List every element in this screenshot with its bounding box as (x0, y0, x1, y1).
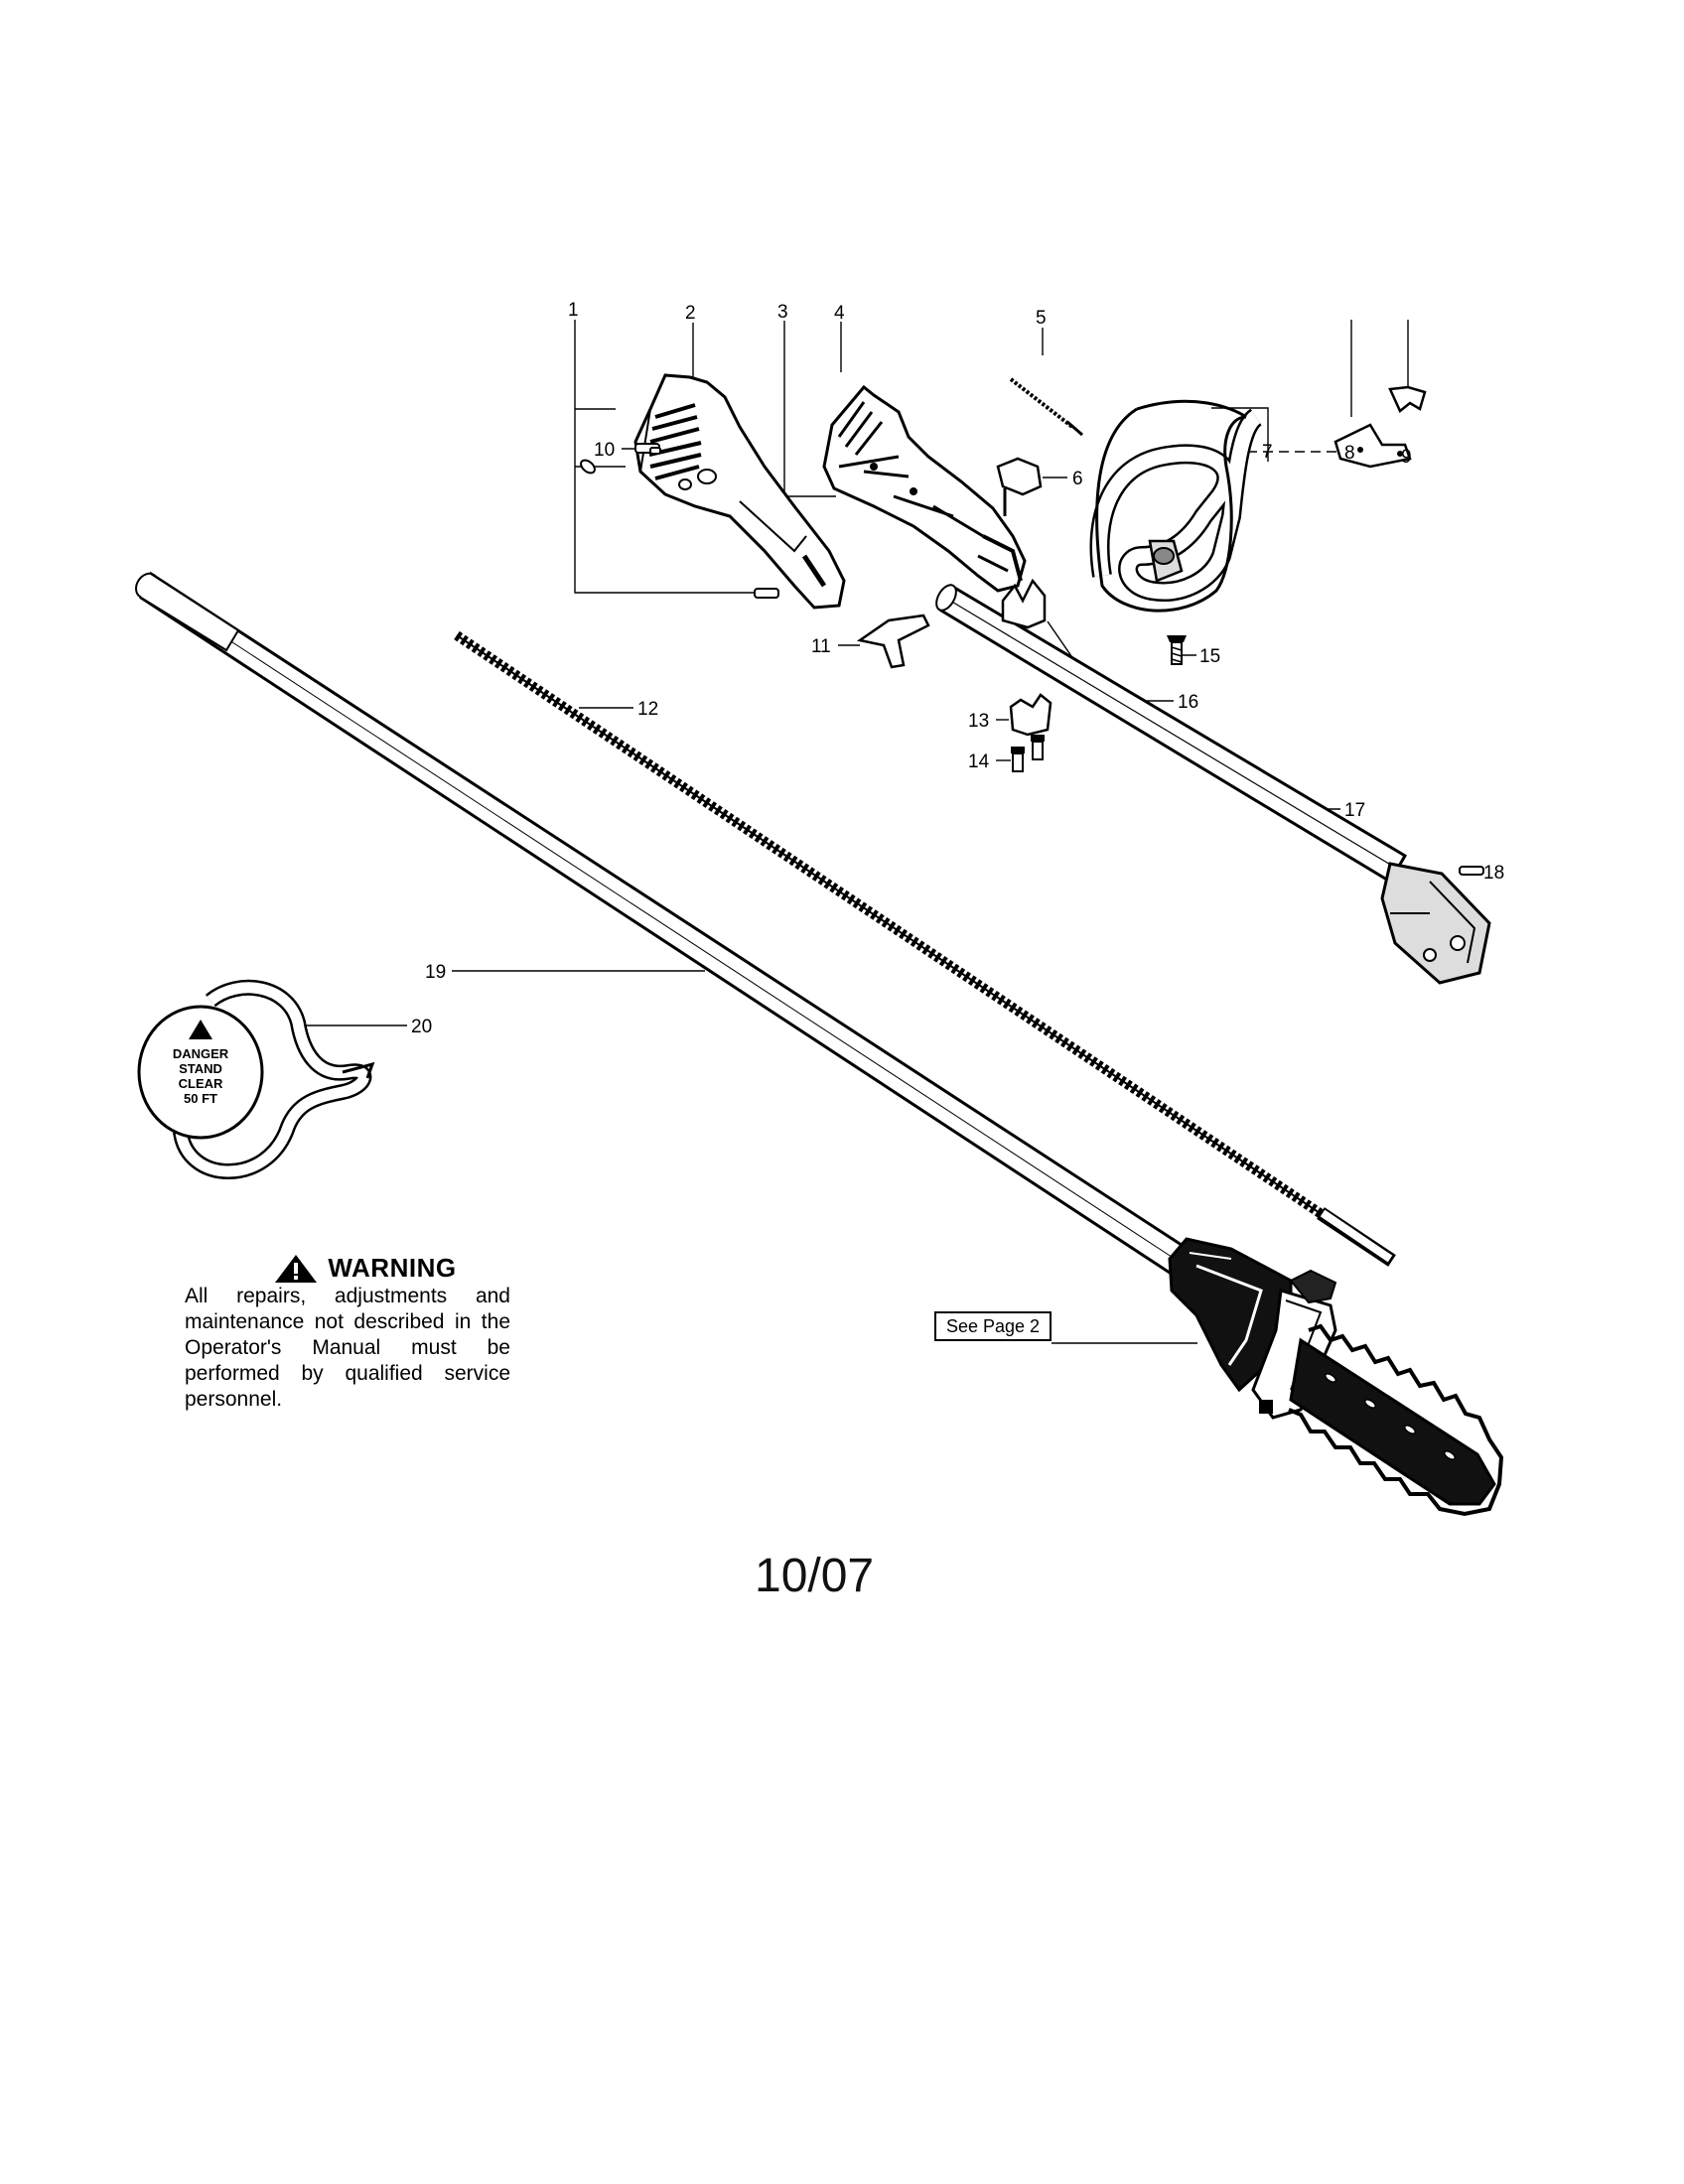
clamp-screws (1011, 735, 1045, 772)
handle-bolt (1167, 635, 1187, 665)
handle-housing-right (822, 384, 1027, 593)
part-label-1: 1 (568, 300, 579, 321)
part-label-14: 14 (968, 751, 990, 772)
throttle-trigger (856, 614, 930, 669)
part-label-18: 18 (1483, 863, 1504, 884)
warning-heading: WARNING (220, 1253, 510, 1284)
drive-shaft (454, 630, 1396, 1267)
handle-clamp (1001, 578, 1047, 629)
part-label-12: 12 (637, 699, 658, 720)
part-label-9: 9 (1401, 447, 1412, 468)
screws (580, 443, 1484, 876)
part-label-3: 3 (777, 302, 788, 323)
part-label-7: 7 (1262, 442, 1273, 463)
part-label-8: 8 (1344, 443, 1355, 464)
danger-label-line3: CLEAR (179, 1076, 223, 1091)
part-label-20: 20 (411, 1017, 432, 1037)
part-label-2: 2 (685, 303, 696, 324)
warning-text: All repairs, adjustments and maintenance… (185, 1285, 510, 1411)
part-label-4: 4 (834, 303, 845, 324)
part-label-17: 17 (1344, 800, 1365, 821)
handle-bracket (1333, 423, 1412, 469)
part-label-19: 19 (425, 962, 446, 983)
warning-triangle-icon (275, 1254, 318, 1283)
danger-label-line4: 50 FT (184, 1091, 217, 1106)
spring (1009, 377, 1083, 437)
part-label-15: 15 (1199, 646, 1220, 667)
trigger-lock (996, 457, 1043, 516)
part-label-13: 13 (968, 711, 989, 732)
danger-label-line2: STAND (179, 1061, 222, 1076)
see-page-reference: See Page 2 (934, 1311, 1052, 1341)
warning-notice: WARNING All repairs, adjustments and mai… (185, 1253, 510, 1413)
loop-handle (1089, 399, 1263, 613)
danger-tag: DANGER STAND CLEAR 50 FT (137, 979, 375, 1180)
wing-nut (1388, 385, 1427, 413)
warning-title: WARNING (328, 1253, 457, 1283)
part-number-labels: 1 2 3 4 5 6 7 8 9 10 11 12 13 14 15 16 1… (411, 300, 1504, 1037)
danger-label-line1: DANGER (173, 1046, 229, 1061)
lower-shaft-tube (135, 571, 1191, 1276)
part-label-5: 5 (1036, 308, 1047, 329)
handle-housing-left (633, 373, 846, 610)
part-label-16: 16 (1178, 692, 1198, 713)
revision-date: 10/07 (755, 1550, 875, 1602)
part-label-10: 10 (594, 440, 615, 461)
part-label-6: 6 (1072, 469, 1083, 489)
part-label-11: 11 (811, 636, 831, 657)
shaft-clamp (1009, 693, 1052, 737)
upper-shaft-tube (935, 583, 1491, 985)
saw-head (1168, 1237, 1504, 1517)
